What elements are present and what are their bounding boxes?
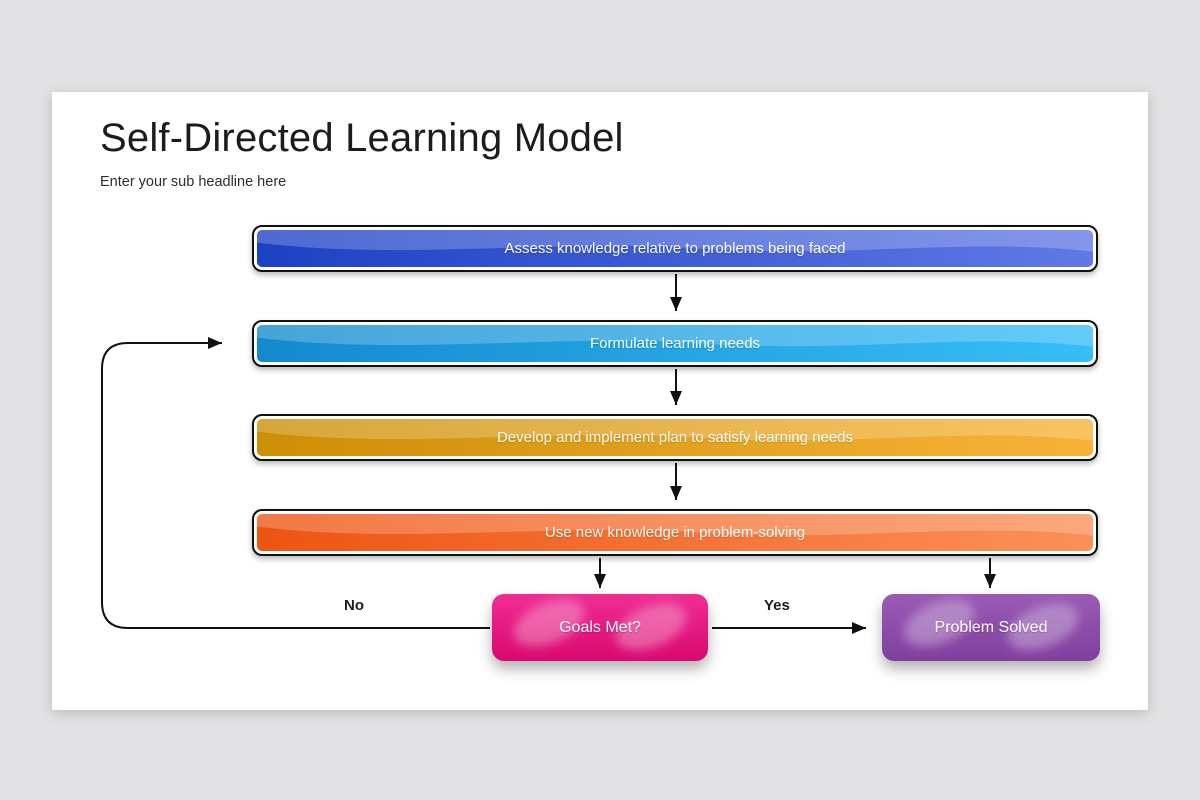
page-subtitle: Enter your sub headline here	[100, 174, 287, 190]
flow-step-fill: Assess knowledge relative to problems be…	[257, 230, 1093, 267]
wave-decoration	[257, 230, 1093, 252]
page-title: Self-Directed Learning Model	[100, 116, 624, 160]
flow-step-label: Formulate learning needs	[589, 335, 761, 352]
decision-label: Goals Met?	[559, 618, 641, 636]
outcome-box-problem-solved: Problem Solved	[882, 594, 1100, 661]
wave-decoration	[257, 325, 1093, 347]
flow-step-use-knowledge: Use new knowledge in problem-solving	[252, 509, 1098, 556]
flow-step-label: Use new knowledge in problem-solving	[544, 524, 806, 541]
yes-branch-label: Yes	[764, 597, 790, 614]
flow-step-formulate: Formulate learning needs	[252, 320, 1098, 367]
outcome-label: Problem Solved	[934, 618, 1048, 636]
flow-step-label: Develop and implement plan to satisfy le…	[496, 429, 854, 446]
decision-box-goals-met: Goals Met?	[492, 594, 708, 661]
flow-step-label: Assess knowledge relative to problems be…	[504, 240, 846, 257]
flow-step-develop: Develop and implement plan to satisfy le…	[252, 414, 1098, 461]
no-branch-label: No	[344, 597, 364, 614]
flow-step-fill: Develop and implement plan to satisfy le…	[257, 419, 1093, 456]
flow-step-fill: Formulate learning needs	[257, 325, 1093, 362]
flow-step-fill: Use new knowledge in problem-solving	[257, 514, 1093, 551]
flow-step-assess: Assess knowledge relative to problems be…	[252, 225, 1098, 272]
